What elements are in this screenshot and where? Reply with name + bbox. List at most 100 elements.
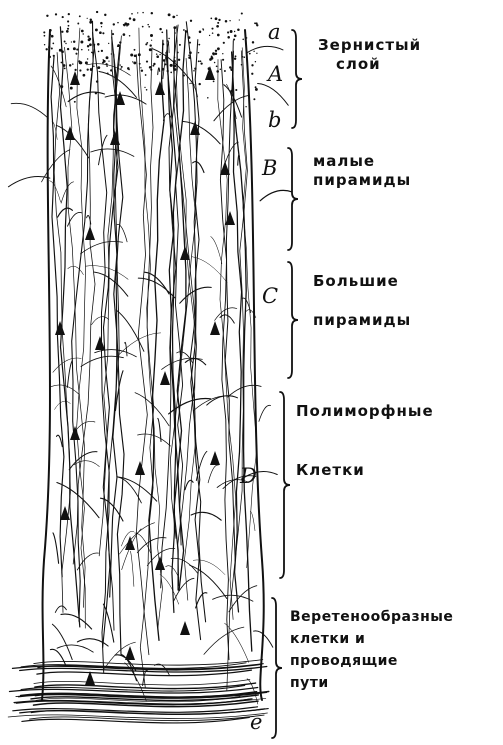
granule-dot: [178, 59, 180, 61]
granule-dot: [87, 36, 89, 38]
axon-fibre: [77, 553, 98, 570]
caption-line: Клетки: [296, 461, 434, 480]
granule-dot: [74, 101, 76, 103]
axon-fibre: [260, 190, 292, 200]
granule-dot: [185, 30, 187, 32]
granule-dot: [62, 16, 64, 18]
pyramidal-cell-body: [125, 646, 135, 660]
column-edge-right: [245, 30, 264, 700]
granule-dot: [144, 87, 145, 88]
granule-dot: [215, 50, 217, 52]
pyramidal-cell-body: [155, 556, 165, 570]
pyramidal-cell-body: [155, 81, 165, 95]
granule-dot: [130, 54, 133, 57]
granule-dot: [82, 33, 83, 34]
granule-dot: [146, 61, 148, 63]
granule-dot: [134, 49, 136, 51]
granule-dot: [255, 61, 256, 62]
granule-dot: [146, 89, 148, 91]
granule-dot: [70, 87, 73, 90]
column-edge-left: [42, 30, 50, 700]
axon-fibre: [204, 627, 244, 654]
granule-dot: [72, 63, 73, 64]
granule-dot: [131, 13, 133, 15]
label-b: b: [268, 108, 281, 132]
granule-dot: [101, 50, 103, 52]
granule-dot: [211, 28, 213, 30]
axon-fibre: [174, 578, 194, 601]
caption-line: Большие: [313, 272, 411, 291]
granule-dot: [237, 28, 240, 31]
granule-dot: [99, 31, 102, 34]
granule-dot: [213, 54, 215, 56]
granule-dot: [104, 14, 106, 16]
granule-dot: [145, 43, 147, 45]
granule-dot: [241, 64, 243, 66]
granule-dot: [126, 25, 128, 27]
granule-dot: [174, 68, 177, 71]
axon-fibre: [246, 46, 283, 53]
granule-dot: [179, 44, 181, 46]
granule-dot: [249, 53, 251, 55]
dendrite-line: [177, 40, 196, 600]
granule-dot: [239, 19, 240, 20]
granule-dot: [148, 26, 150, 28]
granule-dot: [200, 62, 202, 64]
granule-dot: [81, 49, 83, 51]
granule-dot: [133, 18, 136, 21]
granule-dot: [222, 59, 224, 61]
granule-dot: [168, 13, 171, 16]
axon-fibre: [185, 480, 193, 489]
axon-fibre: [258, 84, 289, 106]
granule-dot: [217, 34, 220, 37]
axon-fibre: [158, 68, 160, 75]
granule-dot: [199, 31, 202, 34]
axon-fibre: [58, 208, 73, 217]
fibre-tract-line: [22, 717, 249, 723]
granule-dot: [117, 44, 120, 47]
granule-dot: [138, 53, 141, 56]
pyramidal-cell-body: [210, 321, 220, 335]
granule-dot: [216, 25, 219, 28]
axon-fibre: [95, 350, 137, 357]
axon-fibre: [50, 649, 65, 664]
granule-dot: [119, 41, 121, 43]
granule-dot: [209, 58, 212, 61]
granule-dot: [253, 51, 254, 52]
granule-dot: [198, 52, 199, 53]
dendrite-line: [60, 27, 79, 627]
pyramidal-cell-body: [85, 226, 95, 240]
pyramidal-cell-body: [205, 66, 215, 80]
granule-dot: [253, 98, 255, 100]
granule-dot: [93, 66, 94, 67]
granule-dot: [95, 92, 97, 94]
granule-dot: [61, 62, 63, 64]
granule-dot: [87, 68, 89, 70]
axon-fibre: [55, 401, 71, 409]
granule-dot: [215, 17, 218, 20]
granule-dot: [200, 60, 202, 62]
granule-dot: [173, 61, 175, 63]
axon-fibre: [211, 237, 222, 264]
granule-dot: [68, 25, 70, 27]
granule-dot: [123, 24, 125, 26]
axon-fibre: [259, 405, 271, 421]
granule-dot: [142, 12, 143, 13]
axon-fibre: [105, 95, 146, 104]
granule-dot: [88, 49, 89, 50]
caption-line: Полиморфные: [296, 402, 434, 421]
granule-dot: [217, 22, 219, 24]
axon-fibre: [53, 533, 59, 563]
granule-dot: [111, 53, 112, 54]
granule-dot: [229, 20, 230, 21]
caption-line: пирамиды: [313, 311, 411, 330]
granule-dot: [207, 97, 209, 99]
bracket-polymorphic-cells: [280, 392, 290, 578]
granule-dot: [95, 28, 98, 31]
granule-dot: [61, 50, 64, 53]
granule-dot: [134, 54, 137, 57]
granule-dot: [202, 28, 203, 29]
caption-line: Веретенообразные: [290, 606, 453, 628]
granule-dot: [193, 70, 195, 72]
granule-dot: [174, 32, 176, 34]
